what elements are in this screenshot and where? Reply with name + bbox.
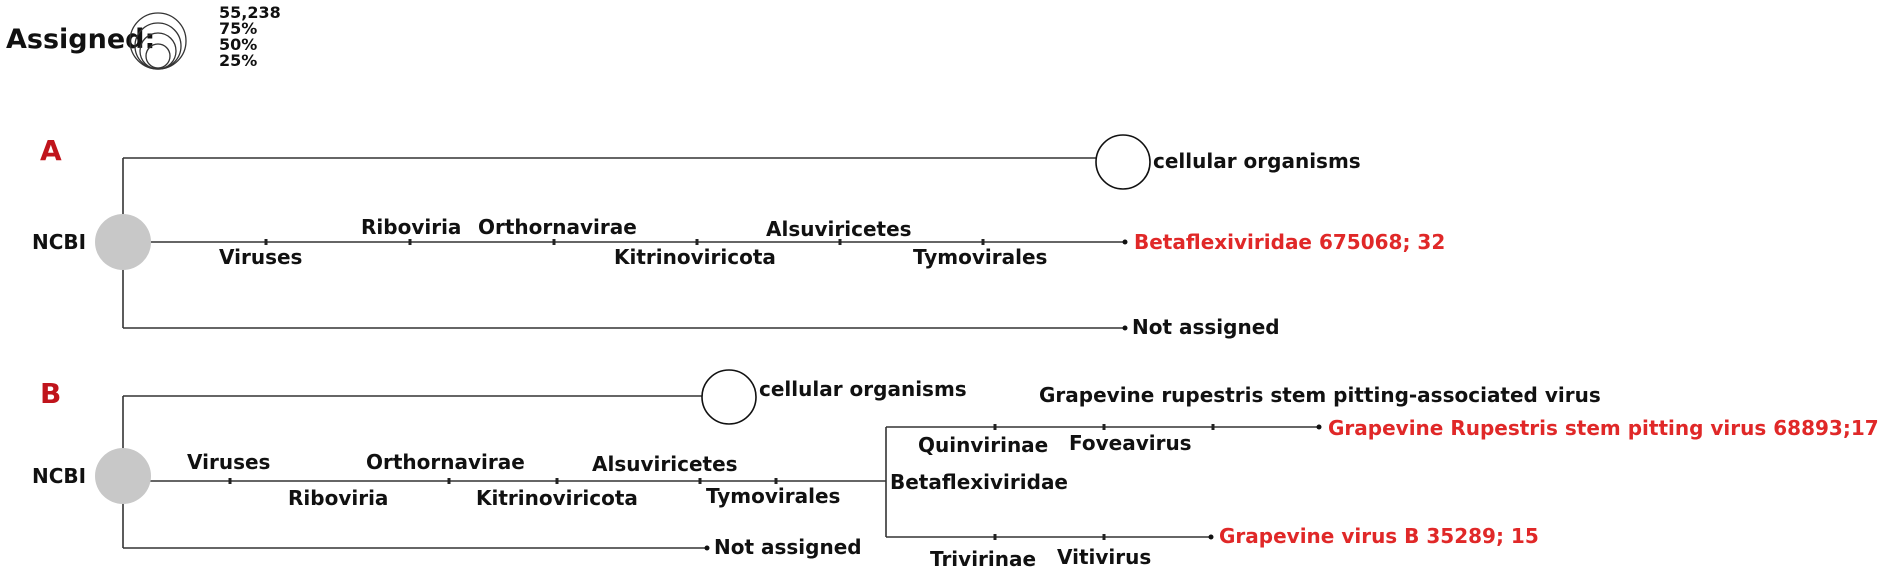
panel-b-cellular-label: cellular organisms <box>759 377 967 401</box>
panel-a-letter: A <box>40 134 62 167</box>
legend-level-75: 75% <box>219 19 257 38</box>
panel-a-leaf-label: Betaflexiviridae 675068; 32 <box>1134 230 1445 254</box>
panel-b: B NCBI cellular organisms Viruses Ribovi <box>32 369 1879 571</box>
panel-a-root-label: NCBI <box>32 230 86 254</box>
panel-a-label-viruses: Viruses <box>219 245 302 269</box>
legend-circle-25 <box>145 43 171 69</box>
panel-a-label-alsuviricetes: Alsuviricetes <box>766 217 912 241</box>
legend-level-50: 50% <box>219 35 257 54</box>
panel-b-label-orthornavirae: Orthornavirae <box>366 450 525 474</box>
panel-b-not-assigned-label: Not assigned <box>714 535 862 559</box>
panel-a-label-tymovirales: Tymovirales <box>913 245 1047 269</box>
panel-b-label-trivirinae: Trivirinae <box>930 547 1036 571</box>
panel-a-root-node <box>95 214 151 270</box>
panel-b-root-node <box>95 448 151 504</box>
panel-a-cellular-node <box>1095 134 1151 190</box>
panel-b-upper-leaf-label: Grapevine Rupestris stem pitting virus 6… <box>1328 416 1879 440</box>
panel-b-label-tymovirales: Tymovirales <box>706 484 840 508</box>
panel-b-not-assigned-dot <box>704 545 710 551</box>
panel-b-label-foveavirus: Foveavirus <box>1069 431 1192 455</box>
legend-circle-50 <box>139 32 177 70</box>
panel-b-label-alsuviricetes: Alsuviricetes <box>592 452 738 476</box>
panel-b-letter: B <box>40 377 61 410</box>
legend-level-25: 25% <box>219 51 257 70</box>
panel-a-label-orthornavirae: Orthornavirae <box>478 215 637 239</box>
panel-b-lower-leaf-dot <box>1208 534 1214 540</box>
panel-b-upper-leaf-dot <box>1316 424 1322 430</box>
panel-a-label-kitrinoviricota: Kitrinoviricota <box>614 245 776 269</box>
panel-b-cellular-node <box>701 369 757 425</box>
panel-a-leaf-dot <box>1122 239 1128 245</box>
panel-a-not-assigned-label: Not assigned <box>1132 315 1280 339</box>
panel-a-cellular-label: cellular organisms <box>1153 149 1361 173</box>
panel-b-label-kitrinoviricota: Kitrinoviricota <box>476 486 638 510</box>
panel-a-label-riboviria: Riboviria <box>361 215 461 239</box>
panel-b-label-betaflexiviridae: Betaflexiviridae <box>890 470 1068 494</box>
panel-b-label-quinvirinae: Quinvirinae <box>918 433 1048 457</box>
legend-max-count: 55,238 <box>219 3 281 22</box>
panel-a-not-assigned-dot <box>1122 325 1128 331</box>
panel-b-label-viruses: Viruses <box>187 450 270 474</box>
panel-b-label-species: Grapevine rupestris stem pitting-associa… <box>1039 383 1601 407</box>
panel-b-root-label: NCBI <box>32 464 86 488</box>
panel-b-lower-leaf-label: Grapevine virus B 35289; 15 <box>1219 524 1539 548</box>
panel-b-label-riboviria: Riboviria <box>288 486 388 510</box>
panel-a: A NCBI cellular organisms Viruses Ribovi… <box>32 134 1445 339</box>
panel-b-label-vitivirus: Vitivirus <box>1057 545 1151 569</box>
assigned-legend: Assigned: 55,238 75% 50% 25% <box>6 3 281 70</box>
